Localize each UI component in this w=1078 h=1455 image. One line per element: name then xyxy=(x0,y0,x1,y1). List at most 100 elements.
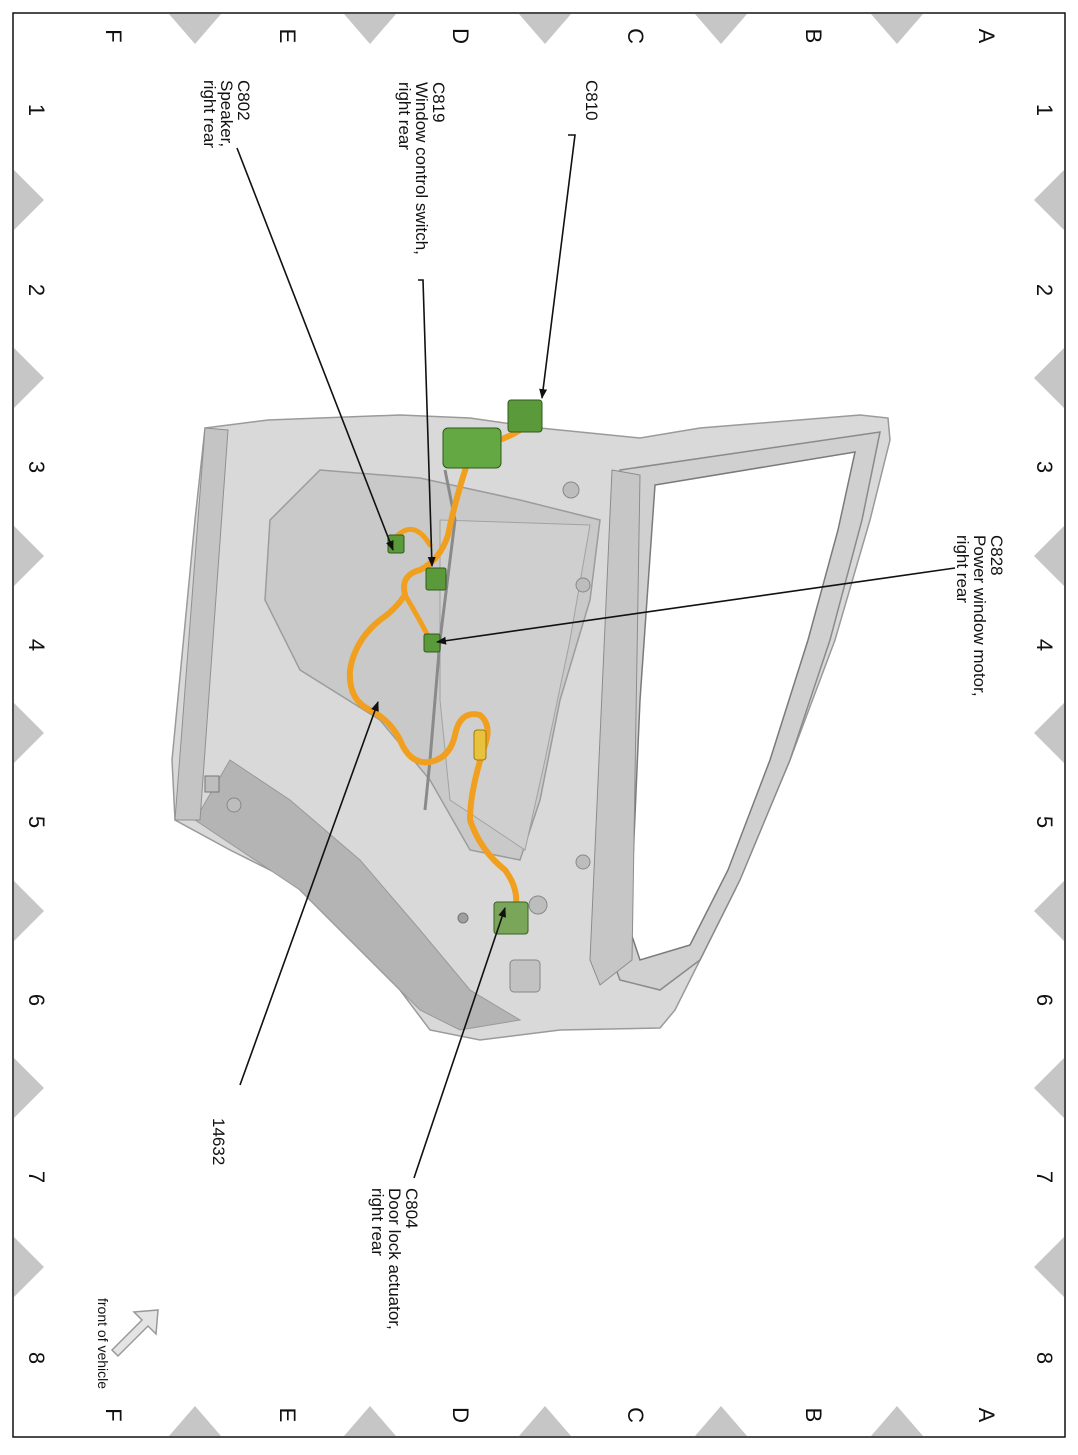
zone-marker-top-3 xyxy=(519,14,571,44)
harness-tape-sleeve xyxy=(473,729,487,761)
zone-marker-top-2 xyxy=(695,14,747,44)
zone-marker-right-6 xyxy=(1034,1058,1064,1118)
front-arrow-icon xyxy=(110,1309,159,1358)
front-of-vehicle-label: front of vehicle xyxy=(95,1298,111,1389)
panel-clip xyxy=(204,775,220,793)
panel-hole xyxy=(528,895,548,915)
zone-marker-right-3 xyxy=(1034,526,1064,586)
leader-c828 xyxy=(436,567,956,645)
grid-number-left-8: 8 xyxy=(24,1352,49,1364)
panel-hole xyxy=(575,854,591,870)
connector-c804 xyxy=(493,901,529,935)
grid-letter-top-D: D xyxy=(448,28,473,44)
grid-number-right-8: 8 xyxy=(1032,1352,1057,1364)
callout-c819: C819 Window control switch, right rear xyxy=(395,82,448,255)
grid-number-right-2: 2 xyxy=(1032,284,1057,296)
callout-c828-line-1: C828 xyxy=(987,535,1006,576)
zone-marker-left-4 xyxy=(14,703,44,763)
grid-letter-top-B: B xyxy=(801,29,826,44)
grid-number-left-6: 6 xyxy=(24,994,49,1006)
panel-hole xyxy=(562,481,580,499)
zone-marker-left-6 xyxy=(14,1058,44,1118)
sheet-border xyxy=(12,12,1066,1438)
callout-c819-line-2: Window control switch, xyxy=(412,82,431,255)
callout-c802: C802 Speaker, right rear xyxy=(200,80,253,148)
callout-c819-line-3: right rear xyxy=(395,82,414,150)
callout-14632-line-1: 14632 xyxy=(209,1118,228,1165)
front-of-vehicle-indicator: front of vehicle xyxy=(95,1298,159,1389)
zone-marker-left-5 xyxy=(14,881,44,941)
grid-letter-top-E: E xyxy=(275,29,300,44)
grid-number-left-3: 3 xyxy=(24,461,49,473)
leader-c810 xyxy=(539,134,576,399)
zone-marker-bottom-1 xyxy=(871,1406,923,1436)
grid-letter-bottom-E: E xyxy=(275,1408,300,1423)
callout-c804-line-2: Door lock actuator, xyxy=(385,1188,404,1330)
grid-number-left-2: 2 xyxy=(24,284,49,296)
grid-letter-top-C: C xyxy=(623,28,648,44)
callout-c804: C804 Door lock actuator, right rear xyxy=(368,1188,421,1330)
leader-c802 xyxy=(236,147,394,551)
grid-number-right-6: 6 xyxy=(1032,994,1057,1006)
zone-marker-bottom-3 xyxy=(519,1406,571,1436)
zone-marker-left-7 xyxy=(14,1237,44,1297)
zone-marker-bottom-4 xyxy=(344,1406,396,1436)
window-opening xyxy=(629,451,856,961)
harness-trunk xyxy=(346,452,520,913)
leader-c819 xyxy=(418,279,436,567)
grid-letter-bottom-B: B xyxy=(801,1408,826,1423)
zone-marker-left-2 xyxy=(14,348,44,408)
grid-number-left-7: 7 xyxy=(24,1171,49,1183)
belt-line-strip xyxy=(589,469,641,986)
callout-c828-line-2: Power window motor, xyxy=(970,535,989,697)
door-lower-flange xyxy=(194,759,522,1031)
callout-c828: C828 Power window motor, right rear xyxy=(953,535,1006,697)
grid-number-left-4: 4 xyxy=(24,639,49,651)
grid-number-left-1: 1 xyxy=(24,104,49,116)
callout-c810-line-1: C810 xyxy=(582,80,601,121)
leader-c804 xyxy=(413,907,506,1179)
zone-marker-top-5 xyxy=(169,14,221,44)
grid-number-left-5: 5 xyxy=(24,816,49,828)
grid-letter-bottom-D: D xyxy=(448,1407,473,1423)
connector-c828 xyxy=(423,633,441,653)
panel-hole xyxy=(457,912,469,924)
zone-markers xyxy=(14,14,1064,1436)
callout-labels: C810 C819 Window control switch, right r… xyxy=(200,80,1006,1330)
connector-c810 xyxy=(507,399,543,433)
leader-lines xyxy=(236,134,956,1179)
rear-door-illustration xyxy=(171,414,891,1041)
zone-marker-top-1 xyxy=(871,14,923,44)
callout-c810: C810 xyxy=(582,80,601,121)
grid-letter-bottom-C: C xyxy=(623,1407,648,1423)
grid-letter-bottom-F: F xyxy=(101,1408,126,1421)
grid-number-right-7: 7 xyxy=(1032,1171,1057,1183)
lock-striker-pocket xyxy=(509,959,541,993)
panel-hole xyxy=(575,577,591,593)
callout-c804-line-1: C804 xyxy=(402,1188,421,1229)
grid-letter-top-F: F xyxy=(101,29,126,42)
callout-c828-line-3: right rear xyxy=(953,535,972,603)
zone-marker-right-5 xyxy=(1034,881,1064,941)
zone-marker-left-1 xyxy=(14,170,44,230)
callout-c804-line-3: right rear xyxy=(368,1188,387,1256)
callout-c802-line-1: C802 xyxy=(234,80,253,121)
zone-marker-bottom-2 xyxy=(695,1406,747,1436)
zone-marker-top-4 xyxy=(344,14,396,44)
zone-marker-right-2 xyxy=(1034,348,1064,408)
grid-letter-top-A: A xyxy=(974,29,999,44)
zone-marker-right-4 xyxy=(1034,703,1064,763)
zone-marker-left-3 xyxy=(14,526,44,586)
zone-marker-right-1 xyxy=(1034,170,1064,230)
zone-marker-bottom-5 xyxy=(169,1406,221,1436)
grid-number-right-4: 4 xyxy=(1032,639,1057,651)
grid-letter-bottom-A: A xyxy=(974,1408,999,1423)
leader-14632 xyxy=(239,701,379,1086)
connector-c819 xyxy=(425,567,447,591)
callout-c819-line-1: C819 xyxy=(429,82,448,123)
door-hinge-edge xyxy=(174,427,229,821)
panel-hole xyxy=(226,797,242,813)
